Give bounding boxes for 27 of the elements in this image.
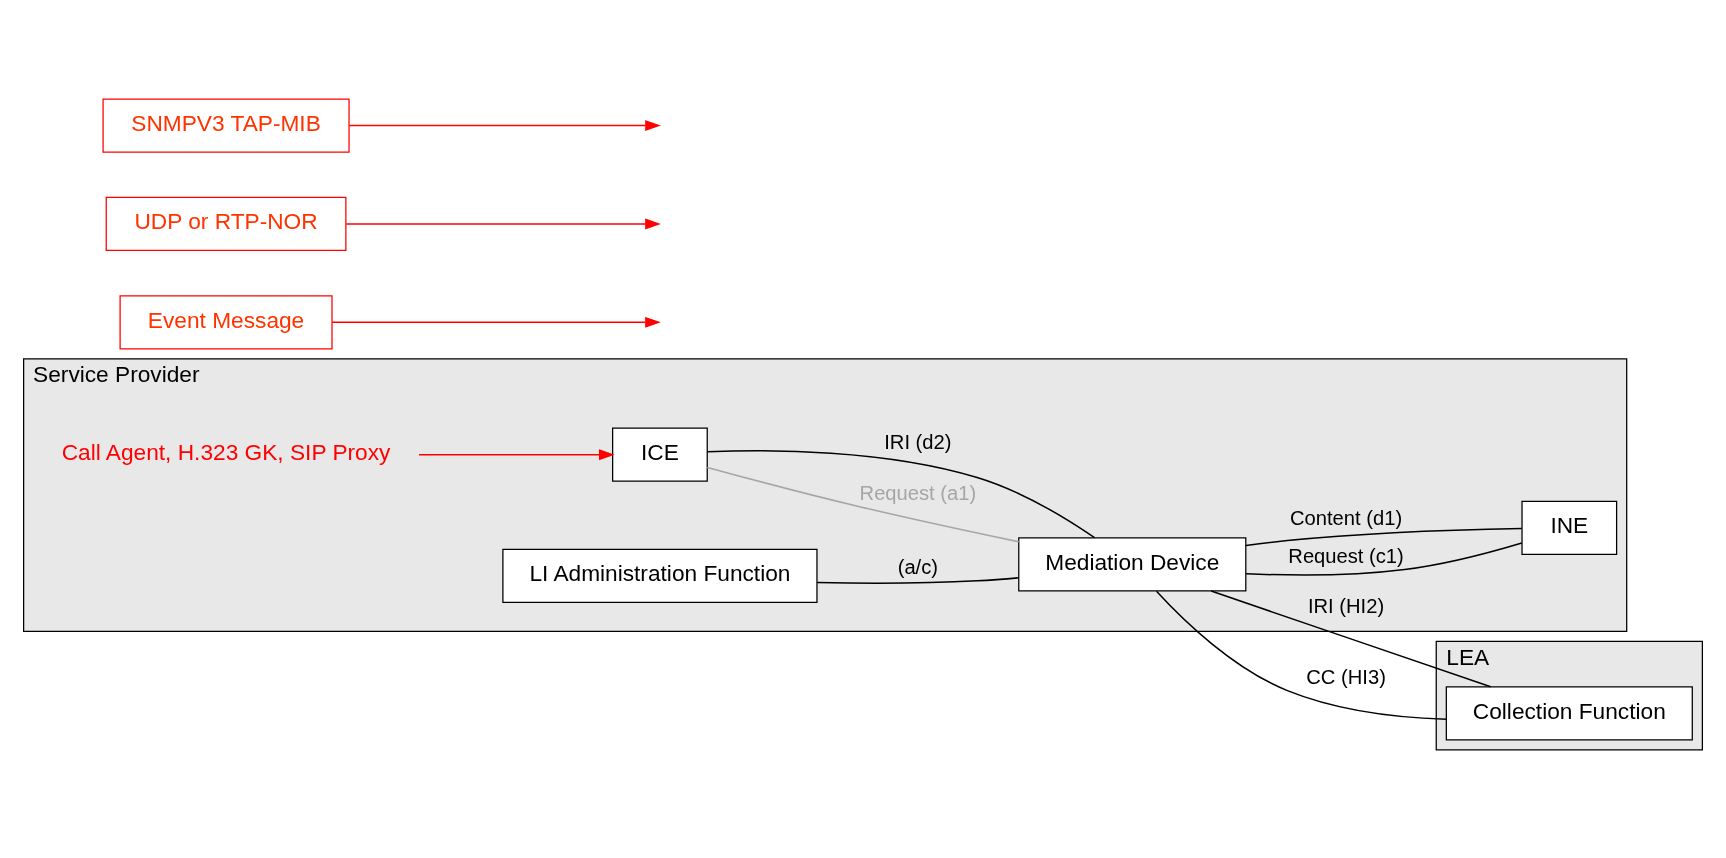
arrow <box>418 448 615 460</box>
node-box: SNMPV3 TAP-MIB <box>102 97 350 153</box>
edge-label: IRI (d2) <box>884 430 952 453</box>
edge-label: Content (d1) <box>1290 506 1403 529</box>
node-box: Event Message <box>119 294 333 349</box>
node-box: ICE <box>612 427 708 482</box>
arrow <box>348 119 661 131</box>
edge-label: (a/c) <box>897 555 939 578</box>
connector <box>816 576 1020 584</box>
connector <box>1155 589 1448 720</box>
connector <box>1210 589 1492 688</box>
node-box: Collection Function <box>1445 685 1693 740</box>
edge-label: CC (HI3) <box>1306 665 1386 688</box>
node-box: LI Administration Function <box>502 548 818 603</box>
connector <box>1245 541 1523 576</box>
edge-label: Request (c1) <box>1288 544 1404 567</box>
edge-label: IRI (HI2) <box>1307 594 1385 617</box>
arrow <box>331 316 661 328</box>
connector <box>1245 527 1523 546</box>
connector <box>706 466 1020 543</box>
node-box: INE <box>1521 500 1618 555</box>
node-box: UDP or RTP-NOR <box>105 196 347 251</box>
node-text: Call Agent, H.323 GK, SIP Proxy <box>61 438 391 465</box>
connector <box>706 449 1096 538</box>
arrow <box>345 217 661 229</box>
node-box: Mediation Device <box>1018 536 1247 592</box>
edge-label: Request (a1) <box>859 481 977 504</box>
